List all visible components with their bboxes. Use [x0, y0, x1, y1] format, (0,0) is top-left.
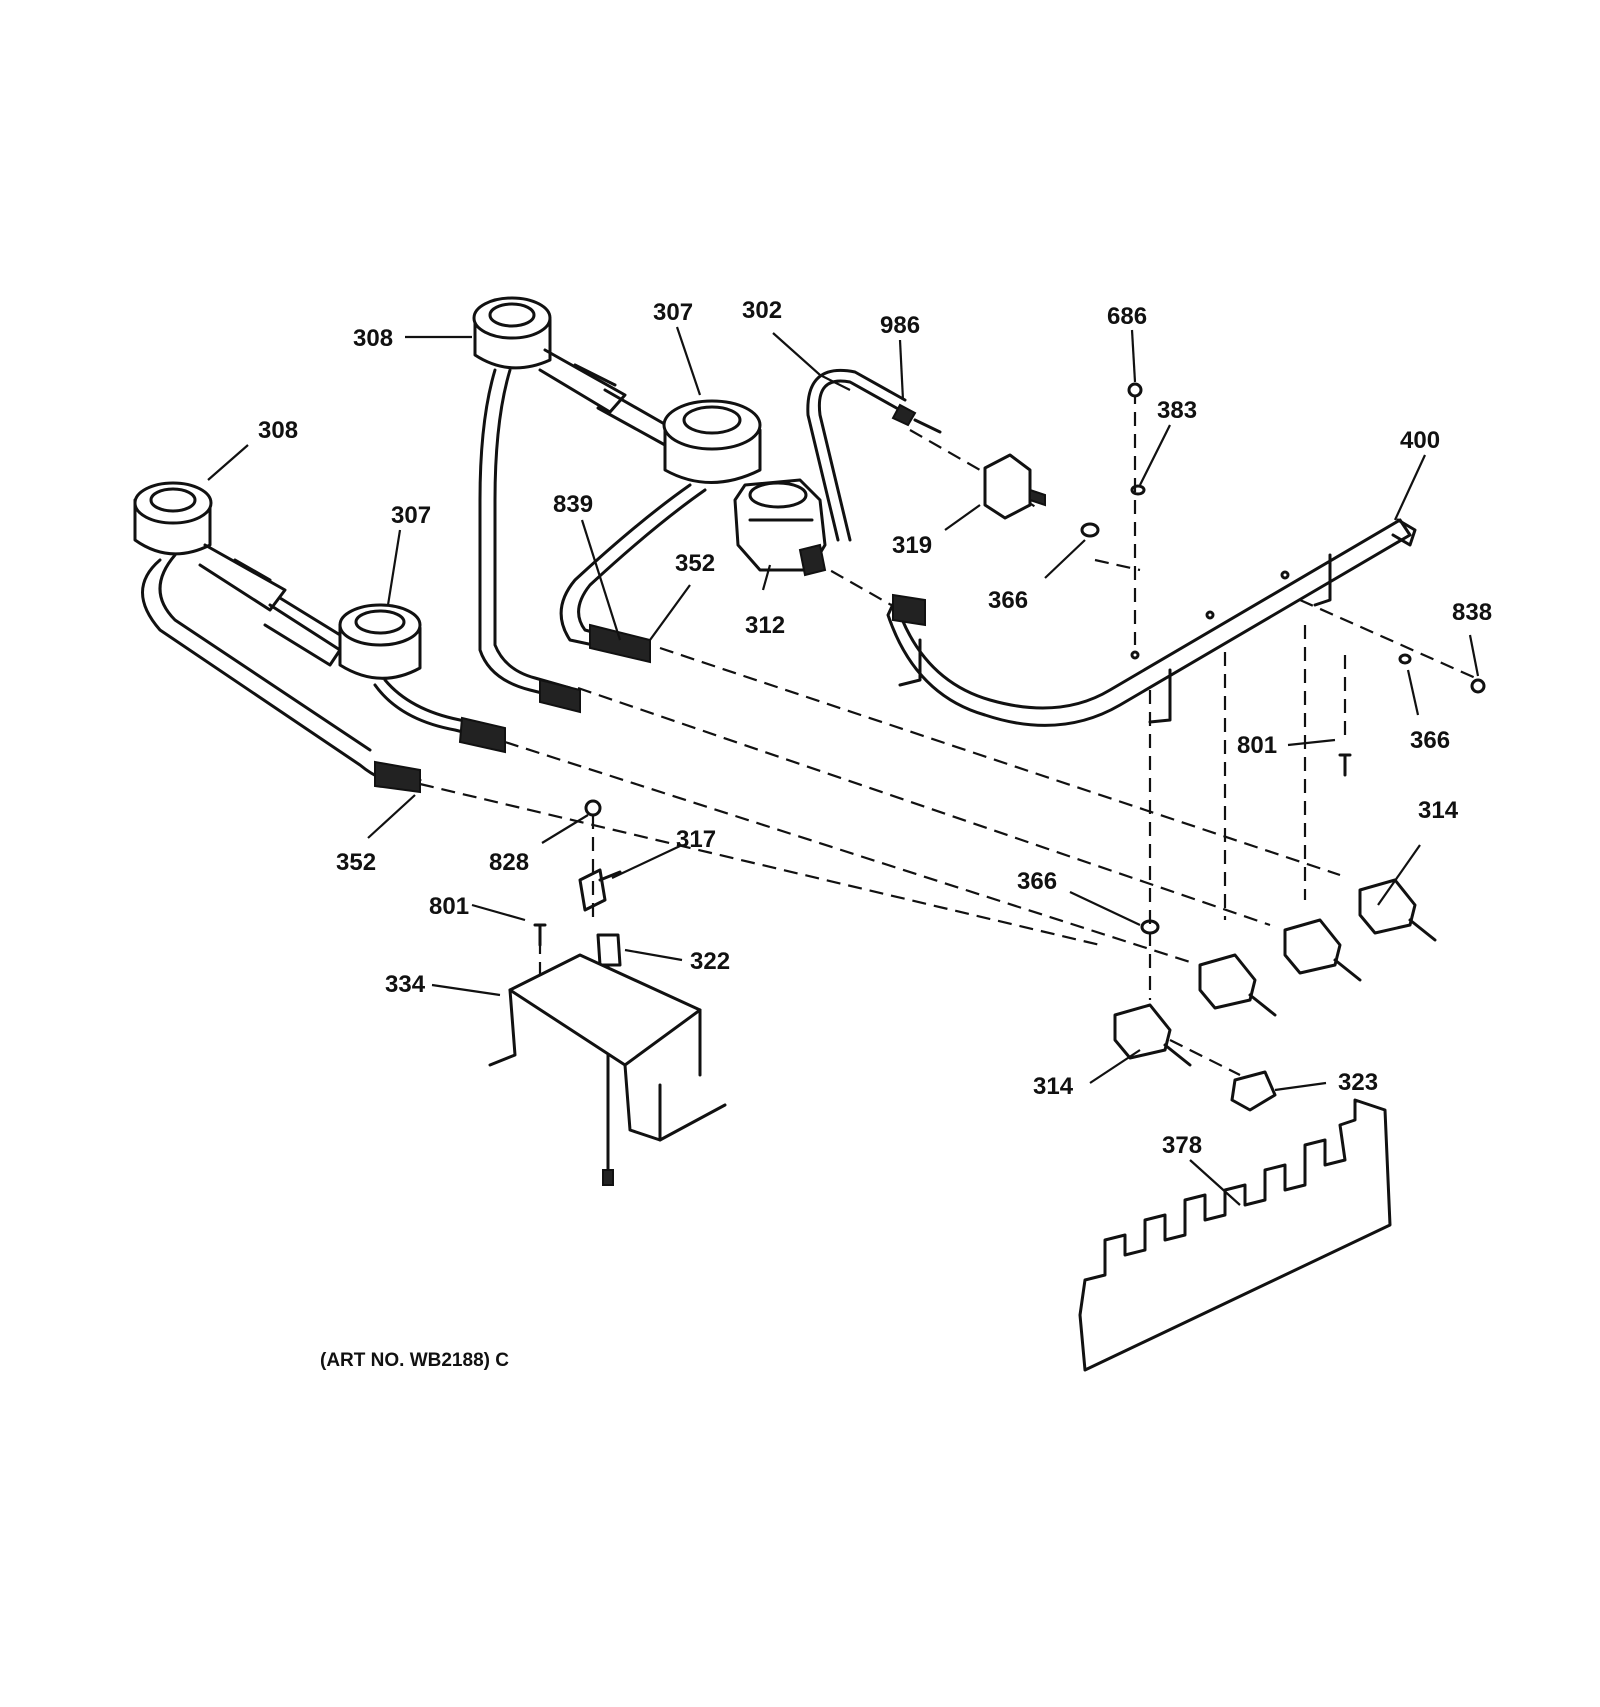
callout-828: 828 — [489, 849, 529, 876]
callout-307-left: 307 — [391, 502, 431, 529]
burner-308-left[interactable] — [133, 481, 422, 794]
callout-366-right: 366 — [1410, 727, 1450, 754]
callout-322: 322 — [690, 948, 730, 975]
callout-838: 838 — [1452, 599, 1492, 626]
callout-839: 839 — [553, 491, 593, 518]
bracket-317[interactable] — [578, 868, 622, 912]
callout-686: 686 — [1107, 303, 1147, 330]
callout-317: 317 — [676, 826, 716, 853]
screw-828[interactable] — [584, 799, 602, 817]
shield-378[interactable] — [1078, 1098, 1392, 1372]
burner-307-right[interactable] — [559, 388, 762, 664]
callout-383: 383 — [1157, 397, 1197, 424]
callout-378: 378 — [1162, 1132, 1202, 1159]
callout-312: 312 — [745, 612, 785, 639]
callout-352-right: 352 — [675, 550, 715, 577]
callout-323: 323 — [1338, 1069, 1378, 1096]
screw-801-right[interactable] — [1338, 753, 1352, 777]
fitting-986[interactable] — [891, 403, 942, 434]
switch-323[interactable] — [1230, 1070, 1277, 1112]
valve-314-d[interactable] — [1358, 878, 1437, 942]
callout-400: 400 — [1400, 427, 1440, 454]
callout-308-left: 308 — [258, 417, 298, 444]
valve-314-a[interactable] — [1113, 1003, 1192, 1067]
callout-801-right: 801 — [1237, 732, 1277, 759]
callout-352-left: 352 — [336, 849, 376, 876]
tube-302[interactable] — [806, 369, 907, 542]
callout-334: 334 — [385, 971, 426, 998]
callout-801-left: 801 — [429, 893, 469, 920]
bracket-334[interactable] — [488, 953, 727, 1142]
washer-366-top[interactable] — [1080, 522, 1100, 538]
regulator-312[interactable] — [733, 478, 827, 577]
callout-986: 986 — [880, 312, 920, 339]
callout-labels: 308 308 307 307 302 986 686 383 400 839 … — [258, 297, 1492, 1159]
screw-838[interactable] — [1470, 678, 1486, 694]
callout-307-right: 307 — [653, 299, 693, 326]
washer-366-right[interactable] — [1398, 653, 1412, 665]
washer-383[interactable] — [1130, 484, 1146, 496]
callout-319: 319 — [892, 532, 932, 559]
manifold-400[interactable] — [886, 518, 1417, 727]
alignment-lines — [419, 390, 1481, 1076]
screw-686[interactable] — [1127, 382, 1143, 398]
leader-lines — [207, 326, 1480, 1206]
callout-366-top: 366 — [988, 587, 1028, 614]
valve-319[interactable] — [983, 453, 1046, 520]
callout-302: 302 — [742, 297, 782, 324]
art-number-caption: (ART NO. WB2188) C — [320, 1350, 509, 1371]
burner-308-right[interactable] — [472, 296, 627, 714]
screw-801-left[interactable] — [533, 923, 547, 947]
burner-307-left[interactable] — [263, 596, 506, 754]
callout-308-right: 308 — [353, 325, 393, 352]
valve-314-c[interactable] — [1283, 918, 1362, 982]
valve-314-b[interactable] — [1198, 953, 1277, 1017]
washer-366-bottom[interactable] — [1140, 919, 1160, 935]
callout-366-bottom: 366 — [1017, 868, 1057, 895]
callout-314-left: 314 — [1033, 1073, 1074, 1100]
callout-314-right: 314 — [1418, 797, 1459, 824]
